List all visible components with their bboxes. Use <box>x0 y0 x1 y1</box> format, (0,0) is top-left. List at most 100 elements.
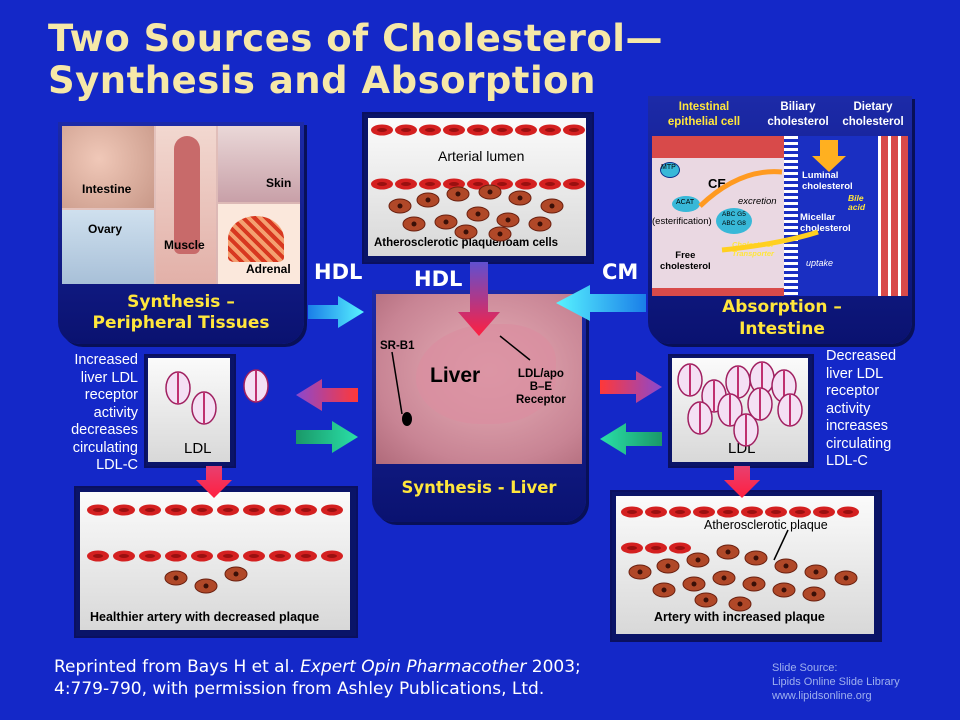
red-blood-cell-center <box>675 546 685 550</box>
left-text-line: activity <box>93 404 138 421</box>
red-blood-cell-center <box>171 554 181 558</box>
red-blood-cell-center <box>223 554 233 558</box>
red-blood-cell-center <box>275 508 285 512</box>
right-text-line: LDL-C <box>826 453 868 469</box>
red-blood-cell-center <box>627 510 637 514</box>
red-blood-cell-center <box>569 128 579 132</box>
absorption-diagram: MTP CE ACAT (esterification) ABC G5 ABC … <box>652 136 908 296</box>
right-text-line: increases <box>826 418 889 434</box>
slide-source: Slide Source: Lipids Online Slide Librar… <box>772 661 900 703</box>
acat-marker <box>672 196 700 212</box>
organ-label-skin: Skin <box>266 176 292 190</box>
cm-arrow-to-liver <box>556 285 646 321</box>
organ-label-adrenal: Adrenal <box>246 262 291 276</box>
cm-label: CM <box>602 260 639 284</box>
red-blood-cell-center <box>145 508 155 512</box>
red-blood-cell-center <box>795 510 805 514</box>
foam-cell-nucleus <box>537 221 543 227</box>
foam-cell-nucleus <box>411 221 417 227</box>
receptor-label: LDL/apo B–E Receptor <box>516 368 566 407</box>
organ-label-ovary: Ovary <box>88 222 123 236</box>
mtp-marker <box>660 162 680 178</box>
reference-part-1: Reprinted from Bays H et al. <box>54 657 301 677</box>
red-blood-cell-center <box>473 128 483 132</box>
foam-cell-nucleus <box>661 587 667 593</box>
red-blood-cell-center <box>545 128 555 132</box>
red-blood-cell-center <box>93 508 103 512</box>
red-blood-cell-center <box>771 510 781 514</box>
right-text-line: receptor <box>826 383 880 399</box>
ldl-right-in-arrow <box>600 423 662 455</box>
reference-part-2: 2003; <box>526 657 581 677</box>
ldl-left-in-arrow <box>296 421 358 453</box>
foam-cell-nucleus <box>497 231 503 237</box>
red-blood-cell-center <box>377 128 387 132</box>
header-epithelial: Intestinal epithelial cell <box>652 100 756 130</box>
srb1-label: SR-B1 <box>380 340 415 352</box>
title-line-2: Synthesis and Absorption <box>48 59 596 102</box>
title-line-1: Two Sources of Cholesterol— <box>48 17 663 60</box>
red-blood-cell-center <box>651 510 661 514</box>
red-blood-cell-center <box>171 508 181 512</box>
ovary-tile <box>62 210 154 284</box>
header-dietary-line-2: cholesterol <box>842 116 904 128</box>
micellar-line-2: cholesterol <box>800 223 851 234</box>
right-text-line: Decreased <box>826 348 897 364</box>
absorption-column-headers: Intestinal epithelial cell Biliary chole… <box>652 100 908 136</box>
foam-cell-nucleus <box>233 571 239 577</box>
mtp-label: MTP <box>661 164 676 171</box>
intestine-tile <box>62 126 154 208</box>
reference-line-2: 4:779-790, with permission from Ashley P… <box>54 679 545 699</box>
villus-right <box>878 136 908 296</box>
srb1-pointer <box>391 351 403 415</box>
synthesis-liver-label: Synthesis - Liver <box>401 478 557 497</box>
free-line-2: cholesterol <box>660 261 711 272</box>
header-biliary-line-2: cholesterol <box>767 116 829 128</box>
red-blood-cell-center <box>497 182 507 186</box>
foam-cell-nucleus <box>737 601 743 607</box>
header-epithelial-line-2: epithelial cell <box>667 116 741 128</box>
red-blood-cell-center <box>843 510 853 514</box>
foam-cell-nucleus <box>455 191 461 197</box>
red-blood-cell-center <box>401 128 411 132</box>
organ-label-muscle: Muscle <box>164 238 205 252</box>
ldl-left-label: LDL <box>184 440 212 457</box>
abc-label-line-1: ABC G5 <box>722 211 746 218</box>
red-blood-cell-center <box>425 128 435 132</box>
foam-cells <box>164 184 858 612</box>
uptake-arrow <box>721 229 819 253</box>
red-blood-cell-center <box>699 510 709 514</box>
absorption-label-line-1: Absorption – <box>722 297 842 317</box>
liver-lobe <box>416 324 556 424</box>
red-blood-cell-center <box>249 554 259 558</box>
foam-cell-nucleus <box>753 555 759 561</box>
red-blood-cell-center <box>275 554 285 558</box>
hdl-arrow-down <box>458 262 500 336</box>
peripheral-tissues-illustration: Intestine Skin Ovary Muscle Adrenal <box>62 126 300 284</box>
srb1-receptor-marker <box>402 412 412 426</box>
foam-cell-nucleus <box>665 563 671 569</box>
plaque-pointer <box>773 529 789 561</box>
abc-transporter <box>716 208 752 234</box>
abc-label-line-2: ABC G8 <box>722 220 746 227</box>
skin-tile <box>218 126 300 202</box>
receptor-line-3: Receptor <box>516 394 566 406</box>
foam-cell-nucleus <box>549 203 555 209</box>
foam-cell-nucleus <box>397 203 403 209</box>
foam-cell-nucleus <box>703 597 709 603</box>
red-blood-cell-center <box>449 128 459 132</box>
artery-right-caption: Artery with increased plaque <box>654 610 825 624</box>
red-blood-cell-center <box>223 508 233 512</box>
bile-line-1: Bile <box>848 193 864 203</box>
header-epithelial-line-1: Intestinal <box>678 101 730 113</box>
ldl-right-out-arrow <box>600 371 662 403</box>
red-blood-cell-center <box>627 546 637 550</box>
red-blood-cell-center <box>449 182 459 186</box>
ldl-particles <box>165 361 803 447</box>
receptor-line-1: LDL/apo <box>517 368 564 380</box>
brush-border-left <box>784 136 798 296</box>
adrenal-gland <box>228 216 284 262</box>
left-explanation-text: Increased liver LDL receptor activity de… <box>46 352 138 475</box>
foam-cell-nucleus <box>695 557 701 563</box>
